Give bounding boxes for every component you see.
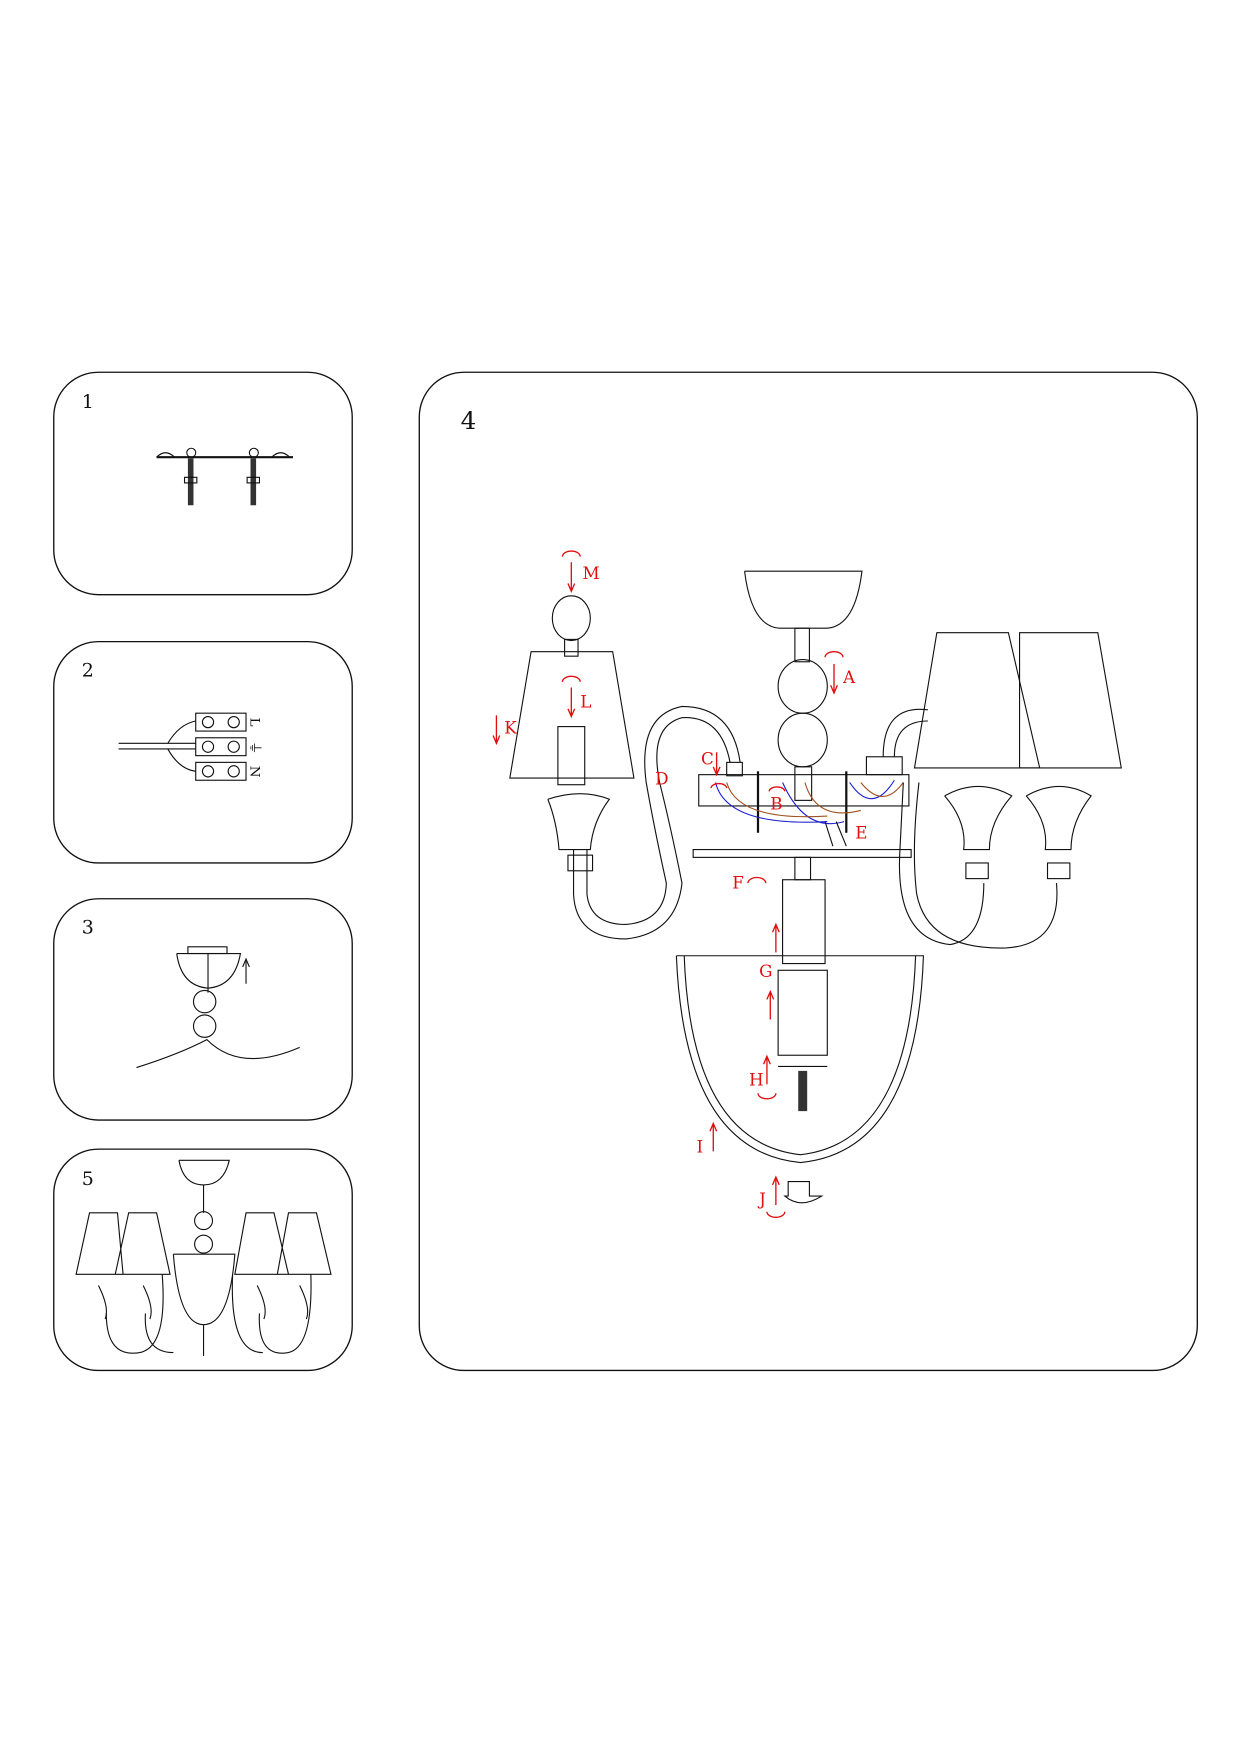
center-tube: [777, 969, 828, 1056]
body-plate: [698, 774, 910, 807]
left-arm: [572, 717, 731, 940]
lampshade-left: [509, 651, 635, 779]
canopy-icon: [136, 946, 300, 1069]
step-label-h: H: [749, 1069, 764, 1089]
panel-3-canopy-fixing: 3: [53, 898, 353, 1121]
step-label-b: B: [770, 793, 782, 813]
terminal-label-neutral: N: [246, 766, 261, 778]
chandelier-icon: [75, 1159, 332, 1356]
step-label-c: C: [701, 749, 714, 769]
terminal-block-icon: [118, 712, 247, 781]
finial: [783, 1180, 824, 1204]
panel-4-assembly-exploded-view: 4: [418, 371, 1198, 1372]
step-label-i: I: [697, 1136, 704, 1156]
step-label-k: K: [504, 717, 517, 737]
step-label-a: A: [842, 667, 856, 687]
step-label-m: M: [582, 563, 599, 583]
step-label-d: D: [655, 769, 668, 789]
panel-4-number: 4: [461, 406, 477, 435]
step-label-f: F: [732, 873, 744, 893]
step-labels: M A L K C D B E F G H I J: [492, 550, 867, 1218]
lampshade-right-1: [913, 632, 1041, 769]
terminal-label-live: L: [246, 718, 261, 727]
candle-cup-left: [547, 793, 611, 851]
mounting-bracket-icon: [156, 447, 293, 506]
step-label-g: G: [759, 961, 772, 981]
step-label-l: L: [580, 692, 591, 712]
panel-2-wiring-terminal: 2 L ⏚ N: [53, 640, 353, 864]
panel-1-mounting-bracket: 1: [53, 371, 353, 596]
panel-1-number: 1: [82, 391, 94, 413]
glass-ball-upper: [777, 658, 828, 714]
step-label-j: J: [757, 1189, 766, 1209]
panel-2-number: 2: [82, 659, 94, 681]
ceiling-canopy: [744, 570, 863, 629]
panel-5-number: 5: [82, 1168, 94, 1190]
glass-ball-lower: [777, 712, 828, 768]
terminal-label-earth: ⏚: [246, 741, 262, 754]
bulb: [551, 595, 591, 642]
right-arms: [898, 782, 1058, 949]
glass-bowl: [675, 955, 925, 1164]
panel-3-number: 3: [82, 916, 94, 938]
step-label-e: E: [855, 822, 867, 842]
lampshade-right-2: [1019, 632, 1122, 769]
panel-5-finished-chandelier: 5: [53, 1148, 353, 1372]
